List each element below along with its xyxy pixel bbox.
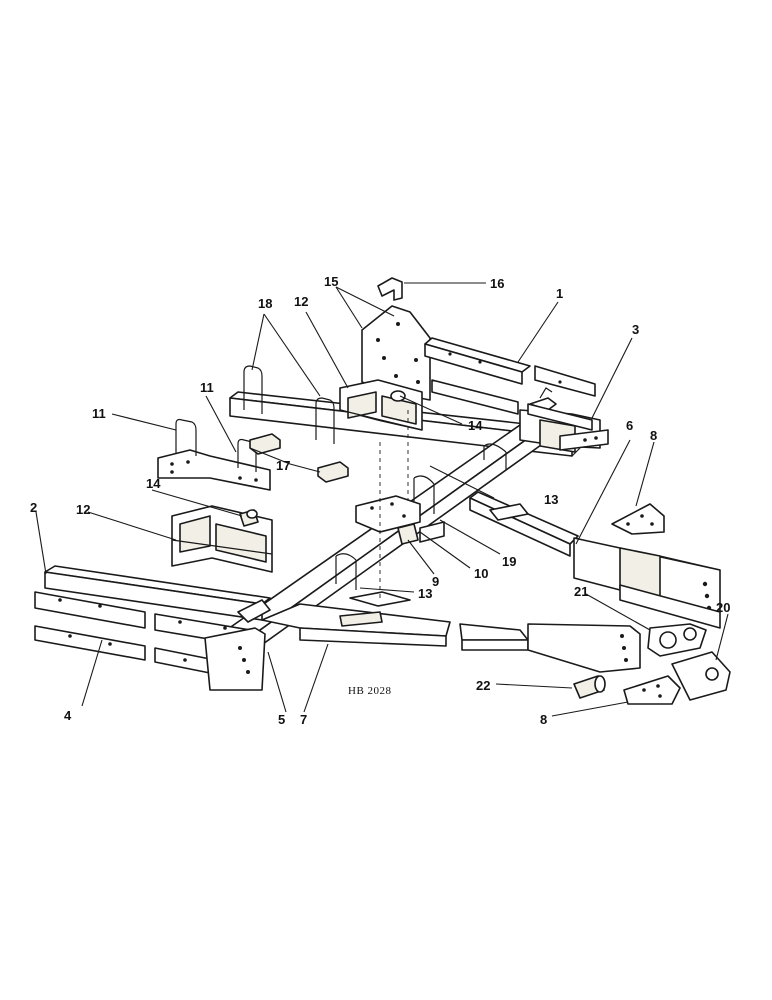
callout-18: 18 xyxy=(258,296,272,311)
u-bolt-18-right xyxy=(315,397,335,444)
leader-lines xyxy=(35,282,729,717)
u-bolt-18-left xyxy=(243,365,263,414)
callout-9: 9 xyxy=(432,574,439,589)
right-wing-plate xyxy=(489,503,529,521)
callout-15: 15 xyxy=(324,274,338,289)
left-bracket xyxy=(157,449,271,491)
callout-14-lower: 14 xyxy=(146,476,161,491)
callout-3: 3 xyxy=(632,322,639,337)
callout-4: 4 xyxy=(64,708,72,723)
u-bolt-13-lower xyxy=(335,553,411,607)
hitch-tongue xyxy=(261,603,641,673)
center-clamp-plate xyxy=(355,495,445,545)
callout-19: 19 xyxy=(502,554,516,569)
callout-10: 10 xyxy=(474,566,488,581)
hitch-clevis xyxy=(647,623,707,657)
callout-20: 20 xyxy=(716,600,730,615)
callout-8-upper: 8 xyxy=(650,428,657,443)
gusset-plate-upper xyxy=(611,503,665,535)
front-left-corner-plate xyxy=(204,599,271,691)
u-bolt-11-left xyxy=(175,418,197,456)
gusset-plate-lower xyxy=(623,675,681,705)
callout-6: 6 xyxy=(626,418,633,433)
clamp-block-upper xyxy=(339,379,423,431)
bushing-left xyxy=(239,509,259,527)
callout-1: 1 xyxy=(556,286,563,301)
callout-12-upper: 12 xyxy=(294,294,308,309)
figure-reference: HB 2028 xyxy=(348,685,392,697)
callout-13-upper: 13 xyxy=(544,492,558,507)
spacer-block-a xyxy=(249,433,281,455)
bushing xyxy=(573,675,606,699)
spring-clip xyxy=(377,277,403,301)
callout-17: 17 xyxy=(276,458,290,473)
left-wing-beam xyxy=(34,565,271,649)
callout-13-lower: 13 xyxy=(418,586,432,601)
callout-11-left: 11 xyxy=(92,406,106,421)
right-wing-beam xyxy=(469,491,721,629)
hitch-pin xyxy=(671,651,731,701)
callout-14-upper: 14 xyxy=(468,418,483,433)
callout-16: 16 xyxy=(490,276,504,291)
callout-8-lower: 8 xyxy=(540,712,547,727)
u-bolt-13-upper xyxy=(483,443,507,470)
callout-7: 7 xyxy=(300,712,307,727)
callout-22: 22 xyxy=(476,678,490,693)
callout-12-lower: 12 xyxy=(76,502,90,517)
callout-21: 21 xyxy=(574,584,588,599)
angle-strip xyxy=(424,337,596,431)
spacer-block-b xyxy=(317,461,349,483)
callout-11-right: 11 xyxy=(200,380,214,395)
callout-2: 2 xyxy=(30,500,37,515)
callout-5: 5 xyxy=(278,712,285,727)
